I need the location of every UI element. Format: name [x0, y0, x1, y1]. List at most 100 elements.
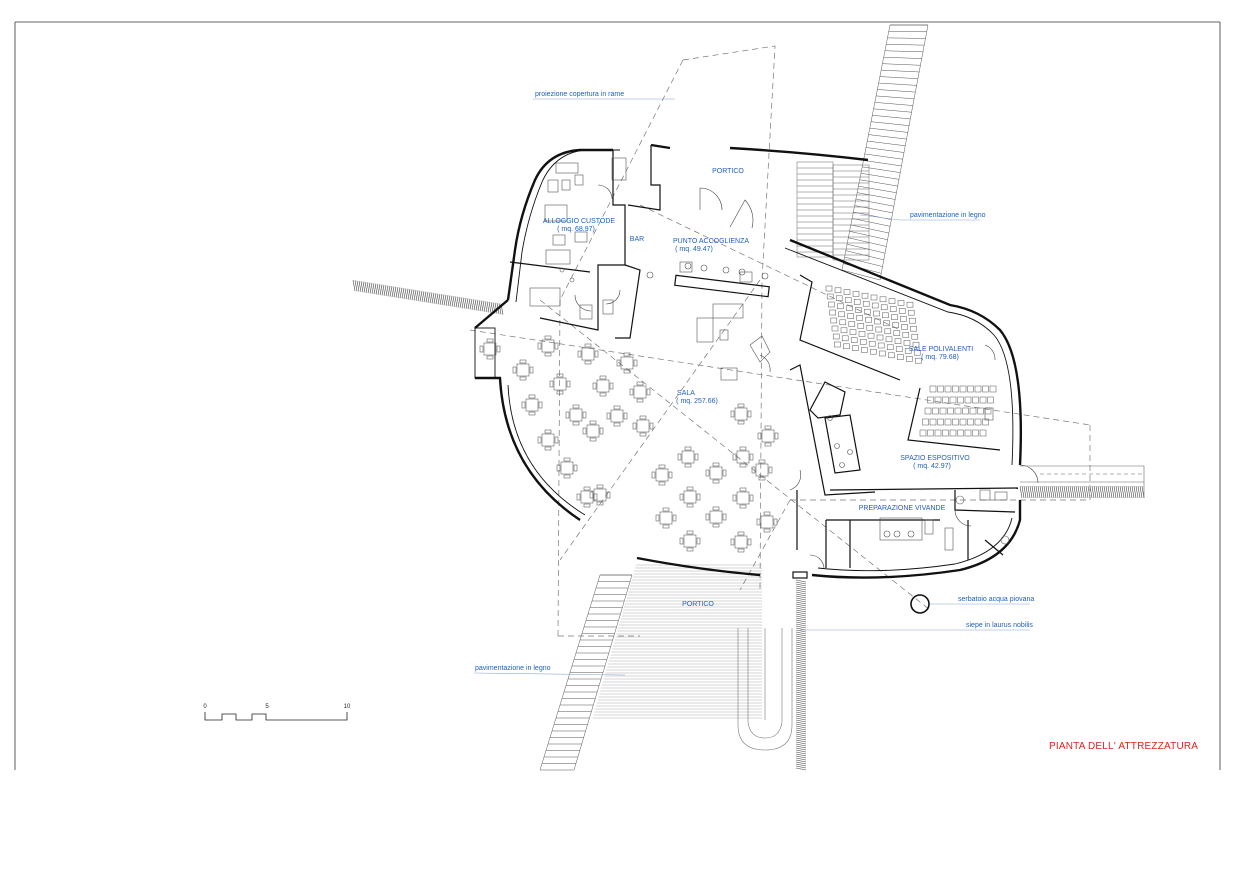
room-label-accoglienza: PUNTO ACCOGLIENZA [673, 238, 749, 245]
chair [706, 470, 709, 476]
seat [828, 302, 834, 307]
hedge-mark [447, 295, 449, 306]
room-area-alloggio: ( mq. 68.97) [557, 226, 595, 233]
hedge-mark [1040, 486, 1042, 498]
table-top [684, 535, 696, 547]
hedge-mark [371, 283, 373, 294]
hedge-mark [796, 696, 806, 698]
hedge-mark [796, 640, 806, 642]
seat [895, 339, 901, 344]
deck-plank [871, 122, 909, 126]
hedge-mark [1114, 486, 1116, 498]
wood-decking-east-tables [797, 162, 869, 260]
chair [634, 360, 637, 366]
deck-plank [862, 167, 900, 173]
deck-plank [846, 251, 884, 260]
hedge-mark [437, 293, 439, 304]
seat [906, 356, 912, 361]
hedge-mark [1074, 486, 1076, 498]
hedge-mark [433, 293, 435, 304]
deck-plank [886, 44, 924, 45]
chair [557, 374, 563, 377]
seat [888, 353, 894, 358]
chair [738, 549, 744, 552]
chair [673, 515, 676, 521]
seat [953, 386, 959, 392]
chair [637, 399, 643, 402]
dining-tables [480, 336, 778, 552]
seat [958, 397, 964, 403]
hedge-mark [463, 298, 465, 309]
seat [873, 311, 879, 316]
hedge-mark [1022, 486, 1024, 498]
deck-plank [866, 148, 904, 153]
hedge-mark [796, 590, 806, 592]
hedge-mark [445, 295, 447, 306]
chair [713, 480, 719, 483]
deck-plank [874, 109, 912, 112]
table-top [762, 430, 774, 442]
hedge-mark [1110, 486, 1112, 498]
hedge-mark [401, 288, 403, 299]
seat [938, 419, 944, 425]
hedge-mark [796, 588, 806, 590]
hedge-mark [796, 646, 806, 648]
chair [750, 495, 753, 501]
chair [577, 494, 580, 500]
cafe-table [680, 487, 700, 507]
chair [529, 412, 535, 415]
deck-plank [851, 225, 889, 233]
deck-plank [887, 38, 925, 39]
seat [860, 339, 866, 344]
table-top [542, 434, 554, 446]
hedge-mark [796, 598, 806, 600]
hedge-mark [1094, 486, 1096, 498]
room-label-espositivo: SPAZIO ESPOSITIVO [900, 455, 970, 462]
hedge-mark [796, 596, 806, 598]
deck-plank [881, 70, 919, 72]
scale-label-0: 0 [203, 704, 206, 710]
hedge-mark [399, 287, 401, 298]
deck-plank [855, 206, 893, 213]
seat [839, 312, 845, 317]
table-top [761, 516, 773, 528]
chair [594, 494, 597, 500]
hedge-mark [485, 301, 487, 312]
chair [740, 488, 746, 491]
hedge-mark [1080, 486, 1082, 498]
hedge-mark [425, 292, 427, 303]
chair [765, 443, 771, 446]
seat [975, 419, 981, 425]
hedge-mark [1100, 486, 1102, 498]
seat [840, 320, 846, 325]
chair [706, 514, 709, 520]
hedge-mark [1132, 486, 1134, 498]
seat [970, 408, 976, 414]
table-top [660, 512, 672, 524]
sheet-frame [15, 22, 1220, 770]
chair [557, 391, 563, 394]
hedge-mark [796, 666, 806, 668]
table-top [621, 357, 633, 369]
seat [891, 315, 897, 320]
chair [583, 428, 586, 434]
seat [858, 323, 864, 328]
hedge-mark [1048, 486, 1050, 498]
deck-plank [848, 238, 886, 247]
seat [960, 419, 966, 425]
seat [975, 386, 981, 392]
hedge-mark [796, 604, 806, 606]
hedge-mark [405, 288, 407, 299]
room-label-alloggio: ALLOGGIO CUSTODE [543, 218, 615, 225]
hedge-mark [796, 650, 806, 652]
hedge-mark [796, 606, 806, 608]
seat [898, 300, 904, 305]
chair [487, 339, 493, 342]
chair [550, 381, 553, 387]
roof-projection [470, 46, 1090, 636]
room-label-portico-south: PORTICO [682, 601, 714, 608]
deck-plank [865, 154, 903, 159]
hedge-mark [796, 632, 806, 634]
room-area-sala: ( mq. 257.66) [676, 398, 718, 405]
hedge-mark [796, 654, 806, 656]
